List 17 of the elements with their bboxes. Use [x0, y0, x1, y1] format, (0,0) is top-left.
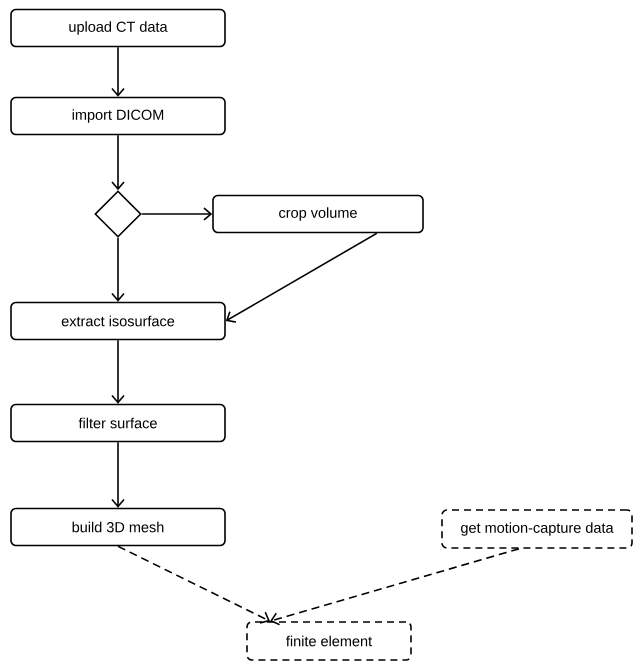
arrow [111, 340, 125, 404]
process-box: extract isosurface [10, 302, 226, 340]
process-box: get motion-capture data [441, 509, 633, 549]
arrow [111, 135, 125, 190]
arrow [118, 546, 270, 624]
arrow [142, 207, 212, 221]
arrow [111, 238, 125, 302]
process-box: crop volume [212, 194, 424, 234]
process-box: import DICOM [10, 96, 226, 136]
process-box: upload CT data [10, 8, 226, 48]
arrow [111, 47, 125, 97]
arrow [226, 232, 378, 323]
arrow [111, 442, 125, 508]
process-box: build 3D mesh [10, 508, 226, 546]
arrow [270, 548, 520, 626]
process-box: finite element [246, 621, 412, 661]
process-box: filter surface [10, 404, 226, 442]
